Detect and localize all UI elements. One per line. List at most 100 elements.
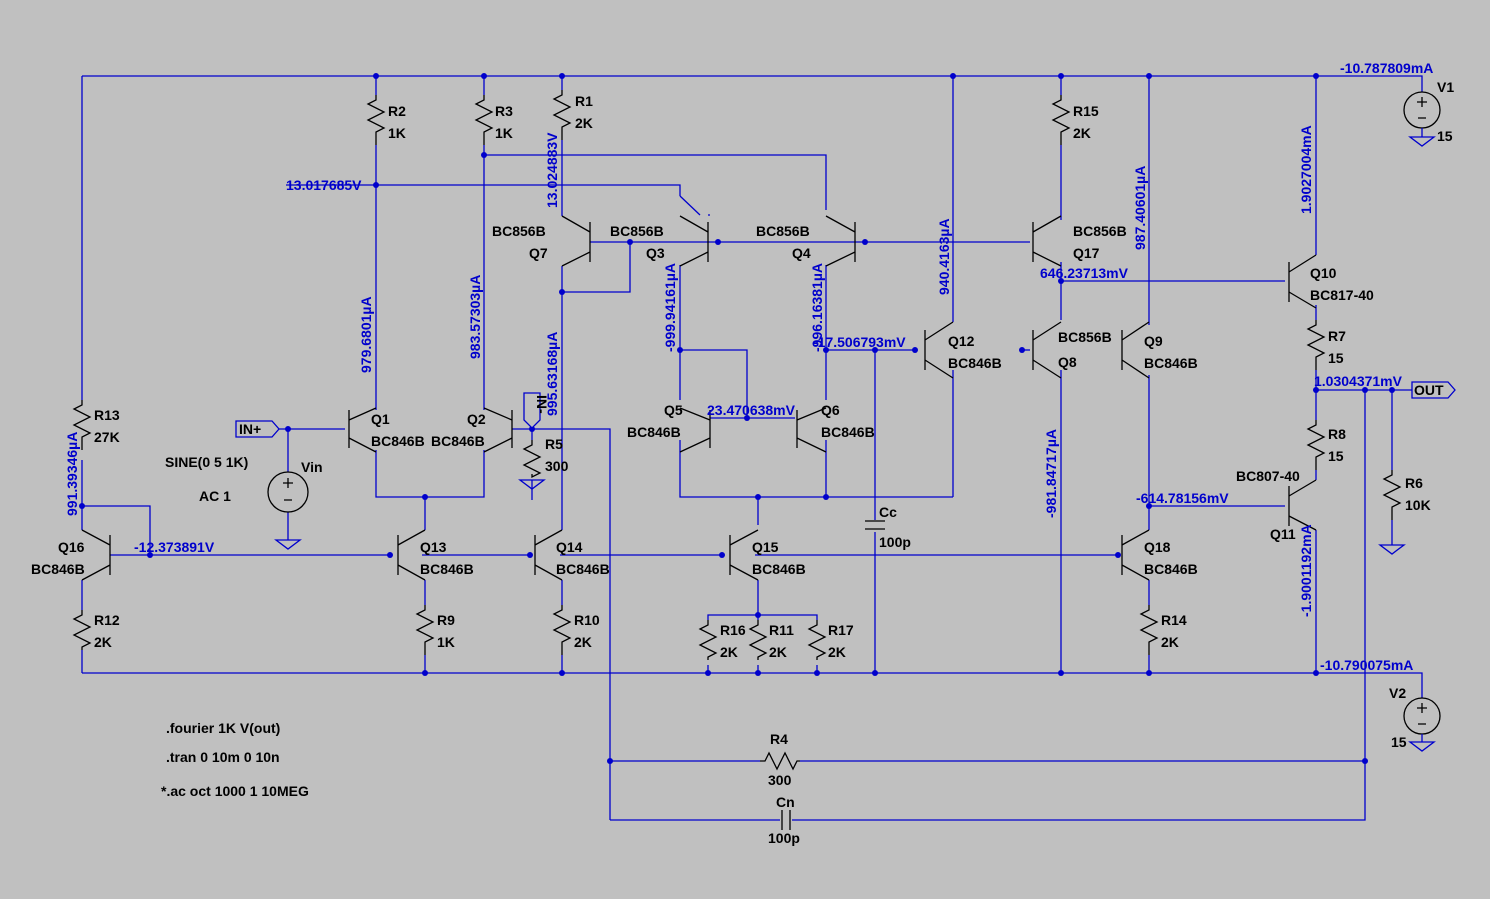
label-q10-name: Q10 bbox=[1310, 265, 1337, 281]
label-r9-value: 1K bbox=[437, 634, 455, 650]
label-q2-model: BC846B bbox=[431, 433, 485, 449]
label-cn-name: Cn bbox=[776, 794, 795, 810]
probe-i-q10c: 1.9027004mA bbox=[1298, 125, 1314, 214]
transistor-symbols bbox=[81, 215, 1317, 581]
label-r11-value: 2K bbox=[769, 644, 787, 660]
probe-v-out: 1.0304371mV bbox=[1314, 373, 1403, 389]
probe-v-q17c: 646.23713mV bbox=[1040, 265, 1129, 281]
label-q14-model: BC846B bbox=[556, 561, 610, 577]
label-q6-name: Q6 bbox=[821, 402, 840, 418]
port-in-plus[interactable]: IN+ bbox=[235, 420, 280, 438]
probe-i-q4: -996.16381µA bbox=[809, 263, 825, 352]
label-q18-model: BC846B bbox=[1144, 561, 1198, 577]
label-q10-model: BC817-40 bbox=[1310, 287, 1374, 303]
directive-tran[interactable]: .tran 0 10m 0 10n bbox=[166, 749, 280, 765]
label-r14-name: R14 bbox=[1161, 612, 1187, 628]
probe-i-q9c: 987.40601µA bbox=[1132, 166, 1148, 250]
probe-labels: -10.787809mA -10.790075mA 13.017685V 13.… bbox=[64, 60, 1433, 673]
label-q5-name: Q5 bbox=[664, 402, 683, 418]
label-r8-name: R8 bbox=[1328, 426, 1346, 442]
port-out-label: OUT bbox=[1414, 382, 1444, 398]
label-v1-name: V1 bbox=[1437, 79, 1454, 95]
probe-i-r13: 991.39346µA bbox=[64, 432, 80, 516]
label-r10-value: 2K bbox=[574, 634, 592, 650]
label-r7-value: 15 bbox=[1328, 350, 1344, 366]
probe-i-q8: -981.84717µA bbox=[1043, 429, 1059, 518]
resistor-symbols bbox=[72, 90, 1402, 771]
label-q17-name: Q17 bbox=[1073, 245, 1100, 261]
label-r17-value: 2K bbox=[828, 644, 846, 660]
label-r5-value: 300 bbox=[545, 458, 569, 474]
probe-v-q5b: 23.470638mV bbox=[707, 402, 796, 418]
label-q5-model: BC846B bbox=[627, 424, 681, 440]
probe-i-q11: -1.9001192mA bbox=[1298, 524, 1314, 617]
label-r12-value: 2K bbox=[94, 634, 112, 650]
label-q4-model: BC856B bbox=[756, 223, 810, 239]
label-q16-model: BC846B bbox=[31, 561, 85, 577]
label-r12-name: R12 bbox=[94, 612, 120, 628]
label-q2-name: Q2 bbox=[467, 411, 486, 427]
label-r1-value: 2K bbox=[575, 115, 593, 131]
label-cn-value: 100p bbox=[768, 830, 800, 846]
capacitor-symbols bbox=[781, 520, 885, 830]
label-q14-name: Q14 bbox=[556, 539, 583, 555]
spice-directives[interactable]: .fourier 1K V(out) .tran 0 10m 0 10n *.a… bbox=[161, 720, 309, 799]
label-q11-name: Q11 bbox=[1270, 526, 1296, 542]
label-v2-name: V2 bbox=[1389, 685, 1406, 701]
port-out[interactable]: OUT bbox=[1411, 381, 1456, 399]
label-q7-model: BC856B bbox=[492, 223, 546, 239]
label-q1-name: Q1 bbox=[371, 411, 390, 427]
port-in-plus-label: IN+ bbox=[239, 421, 261, 437]
label-q3-name: Q3 bbox=[646, 245, 665, 261]
probe-i-v2: -10.790075mA bbox=[1320, 657, 1413, 673]
probe-v-q9e: -614.78156mV bbox=[1136, 490, 1229, 506]
label-r16-value: 2K bbox=[720, 644, 738, 660]
directive-ac[interactable]: *.ac oct 1000 1 10MEG bbox=[161, 783, 309, 799]
label-q3-model: BC856B bbox=[610, 223, 664, 239]
label-q11-model: BC807-40 bbox=[1236, 468, 1300, 484]
label-q12-model: BC846B bbox=[948, 355, 1002, 371]
label-q9-name: Q9 bbox=[1144, 333, 1163, 349]
port-in-minus[interactable]: IN- bbox=[523, 392, 550, 429]
label-q8-model: BC856B bbox=[1058, 329, 1112, 345]
label-v2-value: 15 bbox=[1391, 734, 1407, 750]
directive-fourier[interactable]: .fourier 1K V(out) bbox=[166, 720, 280, 736]
label-q4-name: Q4 bbox=[792, 245, 811, 261]
junction-dots bbox=[79, 73, 1395, 764]
label-q15-model: BC846B bbox=[752, 561, 806, 577]
label-r6-name: R6 bbox=[1405, 475, 1423, 491]
label-q18-name: Q18 bbox=[1144, 539, 1171, 555]
label-r7-name: R7 bbox=[1328, 328, 1346, 344]
label-vin-value: SINE(0 5 1K) bbox=[165, 454, 248, 470]
label-q9-model: BC846B bbox=[1144, 355, 1198, 371]
label-vin-value2: AC 1 bbox=[199, 488, 231, 504]
component-labels: R2 1K R3 1K R1 2K R15 2K R13 27K R5 300 … bbox=[94, 79, 1454, 846]
probe-i-q1: 979.6801µA bbox=[358, 296, 374, 373]
label-r14-value: 2K bbox=[1161, 634, 1179, 650]
probe-v-q1b: 13.017685V bbox=[286, 177, 362, 193]
label-r2-name: R2 bbox=[388, 103, 406, 119]
label-r13-value: 27K bbox=[94, 429, 120, 445]
label-q12-name: Q12 bbox=[948, 333, 975, 349]
label-cc-name: Cc bbox=[879, 504, 897, 520]
label-v1-value: 15 bbox=[1437, 128, 1453, 144]
label-r15-name: R15 bbox=[1073, 103, 1099, 119]
label-q8-name: Q8 bbox=[1058, 354, 1077, 370]
label-r3-value: 1K bbox=[495, 125, 513, 141]
port-in-minus-label: IN- bbox=[534, 395, 550, 414]
label-r13-name: R13 bbox=[94, 407, 120, 423]
label-q13-model: BC846B bbox=[420, 561, 474, 577]
probe-i-q3: -999.94161µA bbox=[662, 263, 678, 352]
label-r4-name: R4 bbox=[770, 731, 788, 747]
label-cc-value: 100p bbox=[879, 534, 911, 550]
label-r8-value: 15 bbox=[1328, 448, 1344, 464]
label-r10-name: R10 bbox=[574, 612, 600, 628]
probe-i-q12c: 940.4163µA bbox=[936, 218, 952, 295]
label-q15-name: Q15 bbox=[752, 539, 779, 555]
label-q6-model: BC846B bbox=[821, 424, 875, 440]
label-q1-model: BC846B bbox=[371, 433, 425, 449]
label-r4-value: 300 bbox=[768, 772, 792, 788]
label-q17-model: BC856B bbox=[1073, 223, 1127, 239]
